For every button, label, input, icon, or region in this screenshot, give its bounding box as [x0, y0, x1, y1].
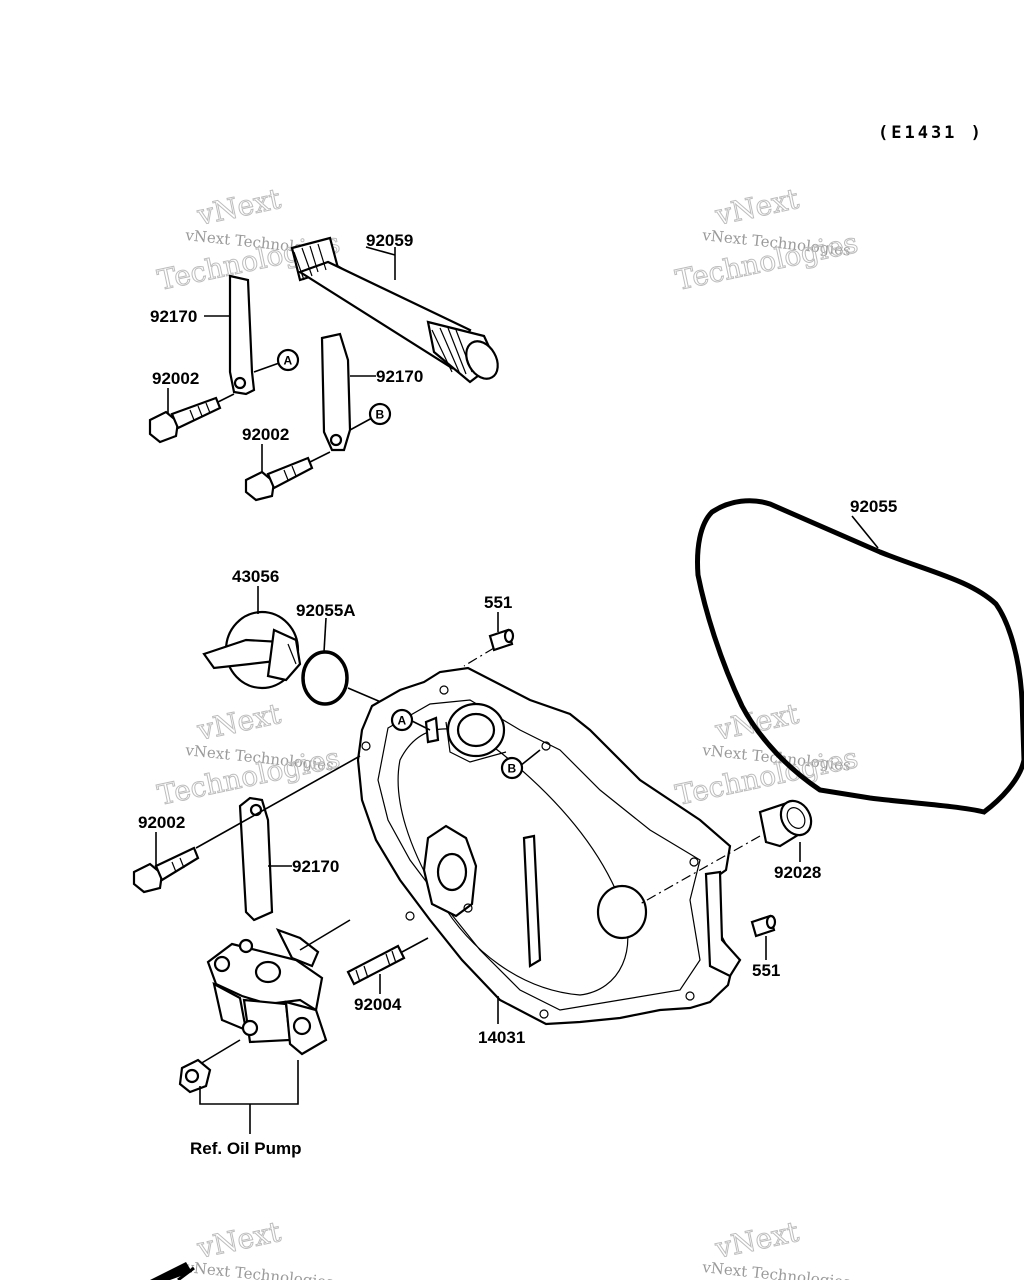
ref-marker-a-top [276, 348, 300, 372]
oil-pump [206, 928, 328, 1056]
ref-marker-b-top-label: B [376, 408, 385, 422]
label-92004: 92004 [354, 995, 402, 1014]
gasket-92055 [695, 498, 1024, 815]
label-551-b: 551 [752, 961, 780, 980]
corner-stripe-icon [150, 1262, 195, 1280]
label-92170-b: 92170 [376, 367, 423, 386]
label-92170-a: 92170 [150, 307, 197, 326]
svg-text:vNext: vNext [194, 1215, 285, 1265]
label-92002-b: 92002 [242, 425, 289, 444]
label-92002-c: 92002 [138, 813, 185, 832]
label-551-a: 551 [484, 593, 512, 612]
svg-text:vNext: vNext [194, 182, 285, 232]
watermark-mid-right: vNext vNext Technologies Technologies [672, 696, 861, 812]
dowel-551-b [750, 914, 777, 938]
label-92055A: 92055A [296, 601, 356, 620]
ref-marker-a-cover-label: A [398, 714, 407, 728]
bolt-92002-a [148, 393, 235, 444]
label-92002-a: 92002 [152, 369, 199, 388]
label-92170-c: 92170 [292, 857, 339, 876]
pipe-92059 [290, 236, 499, 384]
watermark-bottom-right: vNext vNext Technologies [701, 1214, 852, 1280]
svg-text:vNext: vNext [712, 1215, 803, 1265]
cover-14031 [356, 666, 742, 1026]
ref-marker-a-top-label: A [284, 354, 293, 368]
watermark-mid-left: vNext vNext Technologies Technologies [154, 696, 343, 812]
diagram-code: (E1431 ) [878, 123, 984, 143]
bolt-92002-b [244, 451, 331, 502]
label-14031: 14031 [478, 1028, 525, 1047]
ref-marker-a-cover [390, 708, 414, 732]
ref-marker-b-cover [500, 756, 524, 780]
oil-pump-plug [178, 1058, 212, 1094]
svg-text:vNext Technologies: vNext Technologies [701, 1258, 852, 1280]
stud-92004 [346, 937, 429, 986]
ref-marker-b-cover-label: B [508, 762, 517, 776]
label-92055: 92055 [850, 497, 897, 516]
dowel-551-a [488, 628, 515, 652]
collar-92028 [758, 799, 813, 848]
label-92028: 92028 [774, 863, 821, 882]
watermark-top-right: vNext vNext Technologies Technologies [672, 181, 861, 297]
svg-text:vNext: vNext [712, 697, 803, 747]
svg-text:vNext: vNext [194, 697, 285, 747]
bracket-92170-b [320, 332, 352, 452]
bracket-92170-c [238, 796, 274, 922]
oring-92055A [301, 650, 349, 706]
bracket-92170-a [228, 274, 256, 396]
svg-text:vNext Technologies: vNext Technologies [184, 1258, 335, 1280]
ref-marker-b-top [368, 402, 392, 426]
bolt-92002-c [132, 846, 200, 894]
reference-note: Ref. Oil Pump [190, 1139, 301, 1158]
label-92059: 92059 [366, 231, 413, 250]
watermark-bottom-left: vNext vNext Technologies [184, 1214, 335, 1280]
cap-43056 [202, 610, 302, 690]
svg-text:vNext: vNext [712, 182, 803, 232]
label-43056: 43056 [232, 567, 279, 586]
